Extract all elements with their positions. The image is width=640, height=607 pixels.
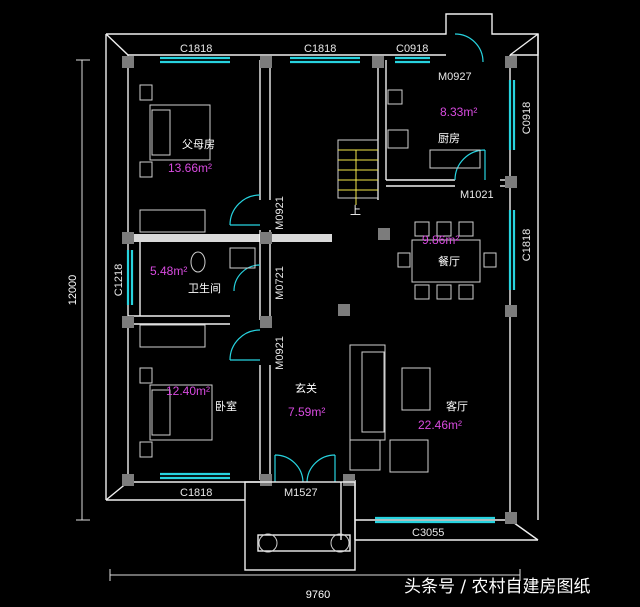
- overall-depth-label: 12000: [67, 275, 79, 306]
- door-label-kitchen: M1021: [460, 189, 494, 201]
- room-area-living: 22.46m²: [418, 418, 462, 432]
- opening-labels: C1818 C1818 C0918 M0927 C0918 M1021 C181…: [113, 43, 533, 539]
- room-area-parents: 13.66m²: [168, 161, 212, 175]
- watermark: 头条号 / 农村自建房图纸: [404, 577, 591, 597]
- room-area-bedroom: 12.40m²: [166, 384, 210, 398]
- furniture: [139, 84, 497, 473]
- room-area-foyer: 7.59m²: [288, 405, 325, 419]
- window-label-bottom-left: C1818: [180, 487, 212, 499]
- window-label-top-left: C1818: [180, 43, 212, 55]
- window-label-left-bath: C1218: [113, 264, 125, 296]
- front-porch: [244, 481, 356, 571]
- room-area-bath: 5.48m²: [150, 264, 187, 278]
- overall-width-label: 9760: [306, 589, 330, 601]
- room-name-bath-visible: 卫生间: [188, 281, 221, 295]
- door-label-bedroom: M0921: [274, 336, 286, 370]
- room-name-foyer: 玄关: [295, 381, 317, 395]
- structural-columns: [122, 56, 517, 524]
- room-name-parents: 父母房: [182, 138, 215, 151]
- dimension-lines: [76, 59, 521, 581]
- window-label-right-dining: C1818: [521, 229, 533, 261]
- door-label-kitchen-top: M0927: [438, 71, 472, 83]
- door-label-entry: M1527: [284, 487, 318, 499]
- window-label-bottom-right: C3055: [412, 527, 444, 539]
- stairs: [337, 139, 379, 205]
- room-name-bedroom: 卧室: [215, 399, 237, 413]
- window-label-right-kitchen: C0918: [521, 102, 533, 134]
- room-name-living: 客厅: [446, 399, 468, 413]
- doors: [229, 33, 486, 483]
- interior-walls: [128, 60, 510, 480]
- stair-up-label: 上: [350, 204, 361, 217]
- room-area-dining: 9.86m²: [422, 233, 459, 247]
- windows: [126, 56, 516, 524]
- room-name-dining: 餐厅: [438, 254, 460, 268]
- room-area-kitchen: 8.33m²: [440, 105, 477, 119]
- window-label-top-right: C0918: [396, 43, 428, 55]
- door-label-parents: M0921: [274, 196, 286, 230]
- room-name-kitchen: 厨房: [438, 132, 460, 145]
- room-labels: 父母房 13.66m² 5.48m² 卧室 卫生间 12.40m² 卧室 8.3…: [150, 105, 477, 432]
- window-label-top-mid: C1818: [304, 43, 336, 55]
- door-label-bath: M0721: [274, 266, 286, 300]
